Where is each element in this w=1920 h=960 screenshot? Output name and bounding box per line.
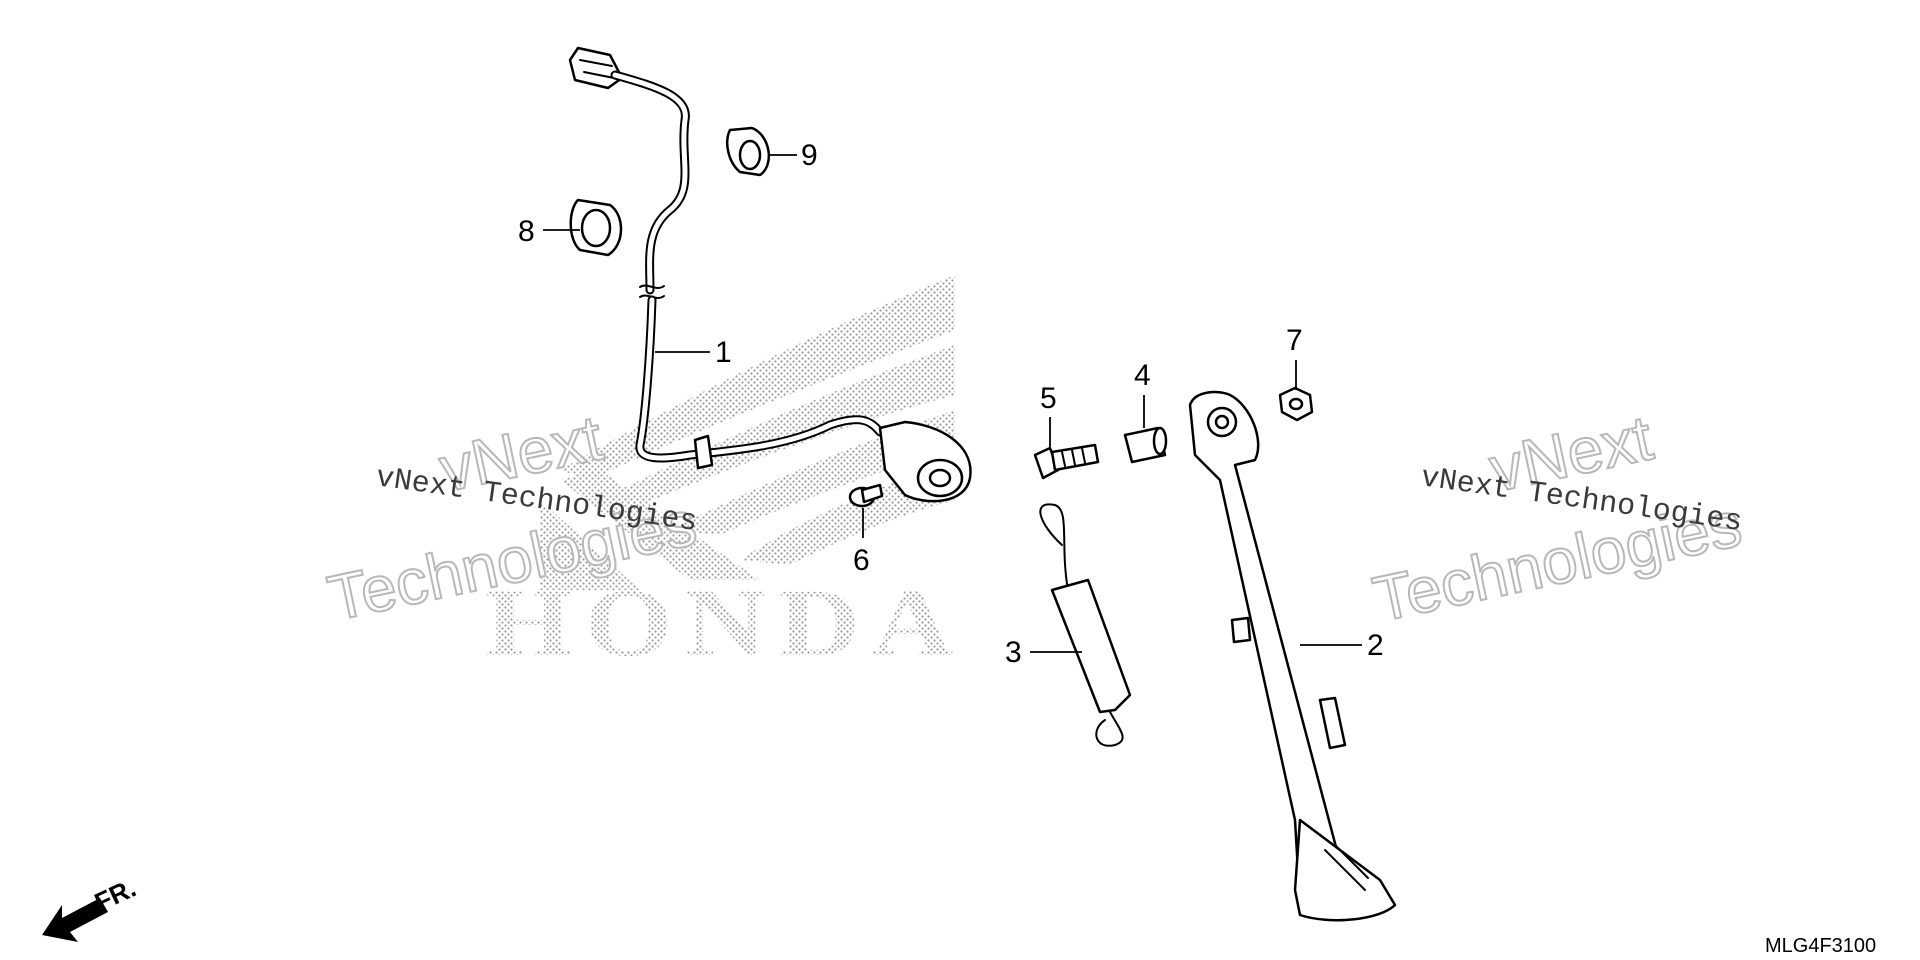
callout-6: 6 — [853, 544, 870, 577]
part-2-side-stand[interactable] — [1188, 390, 1397, 922]
callout-8: 8 — [518, 215, 535, 248]
callout-1: 1 — [715, 336, 732, 369]
front-direction-arrow-icon — [42, 898, 108, 942]
part-6-screw[interactable] — [848, 483, 884, 508]
part-8-band-clamp[interactable] — [569, 198, 623, 257]
callout-2: 2 — [1367, 629, 1384, 662]
callout-5: 5 — [1040, 382, 1057, 415]
part-7-nut[interactable] — [1278, 386, 1314, 422]
callout-9: 9 — [801, 139, 818, 172]
part-1-side-stand-switch[interactable] — [568, 46, 972, 503]
honda-brand-watermark: HONDA — [485, 569, 965, 676]
part-3-spring[interactable] — [1039, 503, 1132, 747]
diagram-code: MLG4F3100 — [1765, 935, 1876, 957]
callout-4: 4 — [1134, 359, 1151, 392]
front-direction-indicator: FR. — [42, 873, 141, 942]
part-4-collar[interactable] — [1123, 426, 1168, 464]
callout-7: 7 — [1286, 324, 1303, 357]
part-5-bolt[interactable] — [1033, 443, 1100, 480]
callout-3: 3 — [1005, 636, 1022, 669]
leader-lines — [543, 154, 1362, 653]
part-9-clip[interactable] — [726, 126, 771, 177]
